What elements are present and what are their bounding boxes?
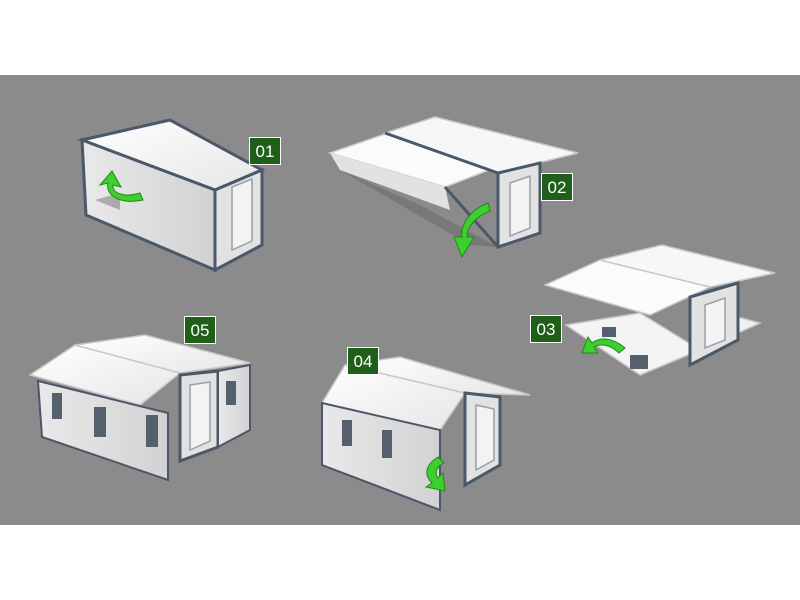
step-badge-04: 04 — [347, 347, 379, 375]
door — [189, 381, 211, 452]
diagram-panel: 01 02 03 04 05 — [0, 75, 800, 525]
step-badge-01: 01 — [249, 137, 281, 165]
window — [94, 407, 106, 437]
expandable-house-diagram — [28, 116, 776, 512]
window — [382, 430, 392, 458]
step-badge-05: 05 — [184, 316, 216, 344]
step-badge-03: 03 — [530, 315, 562, 343]
step-01-container — [76, 118, 266, 273]
door — [475, 404, 495, 472]
window — [146, 415, 158, 447]
window — [52, 393, 62, 419]
window — [342, 420, 352, 446]
step-04-container — [320, 356, 531, 512]
step-04-arrow-icon — [424, 456, 446, 492]
step-02-container — [327, 116, 579, 259]
step-badge-02: 02 — [541, 173, 573, 201]
step-02-arrow-icon — [453, 202, 491, 259]
step-03-container — [542, 244, 776, 376]
door — [509, 174, 531, 238]
window — [226, 381, 236, 405]
window — [602, 327, 616, 337]
step-01-arrow-icon — [98, 170, 144, 202]
step-05-container — [28, 334, 251, 482]
step-03-arrow-icon — [581, 335, 626, 354]
window — [630, 355, 648, 369]
door — [704, 296, 726, 350]
door — [231, 177, 253, 252]
